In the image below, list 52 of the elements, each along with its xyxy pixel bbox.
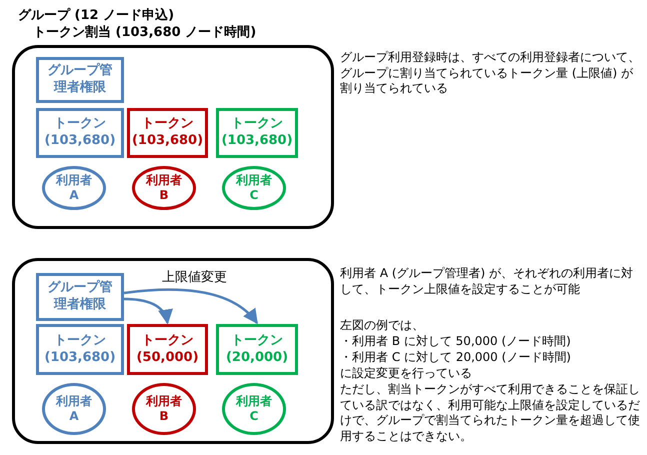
user-circle	[132, 166, 196, 210]
user-circle	[132, 383, 196, 435]
arrow	[124, 288, 258, 324]
user-circle	[222, 166, 286, 210]
note-text: 利用者 A (グループ管理者) が、それぞれの利用者に対して、トークン上限値を設定することが可能	[340, 266, 634, 298]
user-label: 利用者	[56, 394, 92, 409]
note-text: 左図の例では、	[340, 318, 425, 334]
token-box	[127, 108, 208, 158]
box-label: トークン	[54, 332, 106, 350]
token-box	[127, 324, 208, 375]
box-label: (103,680)	[44, 133, 116, 150]
group-heading: グループ (12 ノード申込)	[18, 8, 174, 24]
user-circle	[42, 383, 106, 435]
box-label: (103,680)	[221, 133, 293, 150]
user-label: 利用者	[236, 173, 272, 188]
user-label: 利用者	[146, 173, 182, 188]
box-label: トークン	[231, 332, 283, 350]
admin-box	[36, 57, 124, 103]
box-label: トークン	[142, 116, 194, 133]
group-frame	[12, 258, 334, 444]
user-label: B	[159, 409, 169, 424]
box-label: (20,000)	[226, 350, 288, 366]
user-label: 利用者	[146, 394, 182, 409]
note-text: グループ利用登録時は、すべての利用登録者について、グループに割り当てられているトークン量 (上限値) が割り当てられている	[340, 50, 640, 97]
box-label: トークン	[231, 116, 283, 133]
user-label: B	[159, 188, 169, 203]
user-label: A	[69, 188, 79, 203]
token-box	[216, 108, 298, 158]
user-label: 利用者	[236, 394, 272, 409]
user-label: C	[250, 188, 258, 203]
token-box	[216, 324, 298, 375]
user-label: C	[250, 409, 258, 424]
box-label: (103,680)	[132, 133, 204, 150]
group-heading: トークン割当 (103,680 ノード時間)	[33, 25, 256, 42]
box-label: グループ管理者権限	[47, 63, 113, 97]
box-label: (103,680)	[44, 350, 116, 366]
note-text: に設定変更を行っている	[340, 366, 473, 382]
token-box	[36, 108, 124, 158]
box-label: トークン	[142, 332, 194, 350]
token-box	[36, 324, 124, 375]
user-label: 利用者	[56, 173, 92, 188]
arrow	[124, 298, 172, 324]
box-label: (50,000)	[136, 350, 199, 366]
user-circle	[222, 383, 286, 435]
box-label: グループ管理者権限	[47, 280, 113, 314]
user-label: A	[69, 409, 79, 424]
note-text: ただし、割当トークンがすべて利用できることを保証している訳ではなく、利用可能な上限値を設定しているだけで、グループで割当てられたトークン量を超過して使用することはできない。	[340, 382, 641, 444]
admin-box	[36, 273, 124, 321]
box-label: トークン	[54, 116, 106, 133]
note-text: ・利用者 B に対して 50,000 (ノード時間)	[340, 334, 572, 350]
note-text: ・利用者 C に対して 20,000 (ノード時間)	[340, 350, 572, 366]
user-circle	[42, 166, 106, 210]
